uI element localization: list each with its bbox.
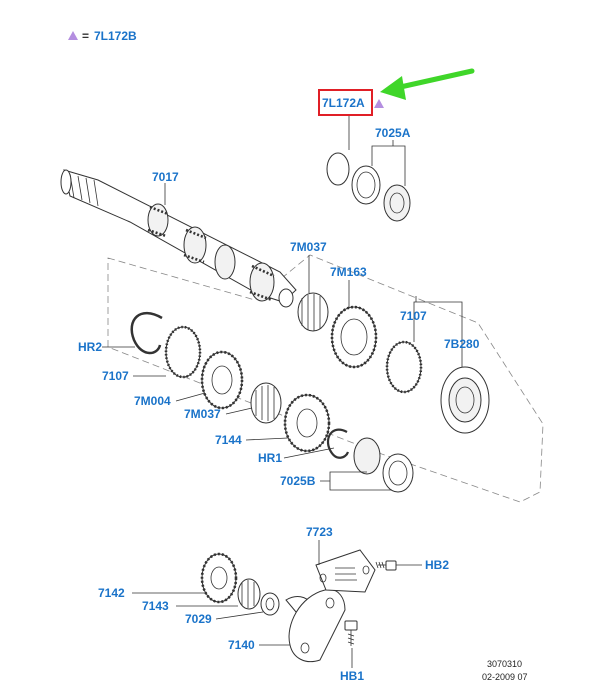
label-7144: 7144 <box>215 433 242 447</box>
thrust-washer-7029 <box>260 592 280 616</box>
leader-lines <box>102 116 463 668</box>
legend-part-number: 7L172B <box>94 29 137 43</box>
bearing-cup-7025B <box>382 453 414 493</box>
bearing-cone-7025B <box>353 437 381 475</box>
needle-bearing-7143 <box>237 578 261 610</box>
legend: = 7L172B <box>68 29 137 43</box>
label-7140: 7140 <box>228 638 255 652</box>
label-7M037-top: 7M037 <box>290 240 327 254</box>
needle-bearing-7M037-bottom <box>250 382 282 424</box>
label-7B280: 7B280 <box>444 337 480 351</box>
label-7M163: 7M163 <box>330 265 367 279</box>
bearing-cone-7025A <box>383 184 411 222</box>
bolt-HB2 <box>375 560 397 571</box>
idler-shaft-plate-7140 <box>285 589 346 663</box>
bracket-7723 <box>315 549 376 593</box>
legend-equals: = <box>82 29 89 43</box>
needle-bearing-7M037-top <box>297 292 329 332</box>
label-7107-right: 7107 <box>400 309 427 323</box>
bearing-cup-7025A <box>351 165 381 205</box>
reference-number: 3070310 <box>487 659 522 669</box>
label-7143: 7143 <box>142 599 169 613</box>
label-7142: 7142 <box>98 586 125 600</box>
label-7025A: 7025A <box>375 126 411 140</box>
purple-triangle-icon <box>68 31 78 40</box>
label-7017: 7017 <box>152 170 179 184</box>
green-arrow-icon <box>380 68 475 100</box>
reference-date: 02-2009 07 <box>482 672 528 682</box>
label-7M004: 7M004 <box>134 394 171 408</box>
label-7M037-bottom: 7M037 <box>184 407 221 421</box>
label-7025B: 7025B <box>280 474 316 488</box>
snap-ring-HR1 <box>326 428 350 459</box>
label-7L172A: 7L172A <box>322 96 365 110</box>
label-7723: 7723 <box>306 525 333 539</box>
bolt-HB1 <box>344 620 358 646</box>
label-7107-left: 7107 <box>102 369 129 383</box>
label-HR2: HR2 <box>78 340 102 354</box>
snap-ring-7L172A <box>326 152 350 186</box>
label-7029: 7029 <box>185 612 212 626</box>
label-HB2: HB2 <box>425 558 449 572</box>
snap-ring-HR2 <box>130 311 163 355</box>
highlight-box-7L172A <box>318 89 373 116</box>
main-shaft <box>60 169 297 308</box>
label-HB1: HB1 <box>340 669 364 683</box>
label-HR1: HR1 <box>258 451 282 465</box>
purple-triangle-icon <box>374 99 384 108</box>
